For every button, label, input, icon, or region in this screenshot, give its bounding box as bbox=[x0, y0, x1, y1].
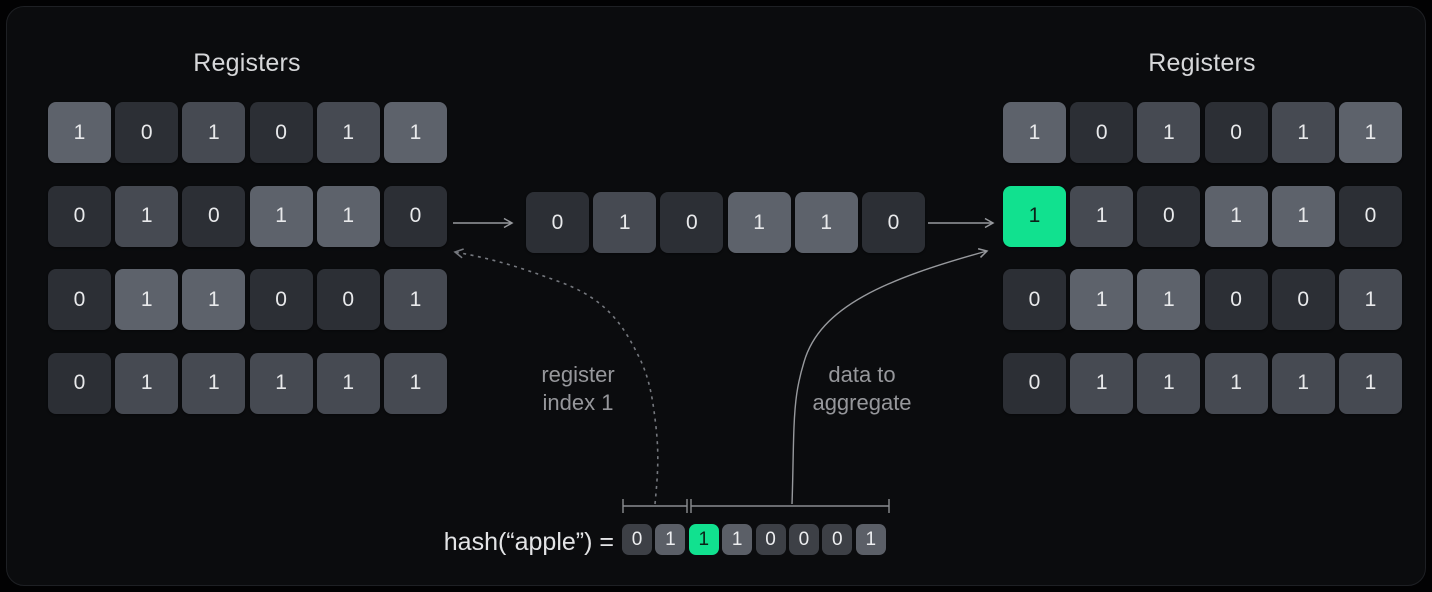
hash-bit: 1 bbox=[655, 524, 686, 555]
register-cell: 0 bbox=[1003, 352, 1066, 414]
register-cell: 1 bbox=[1271, 352, 1335, 414]
register-index-label: register index 1 bbox=[498, 361, 658, 417]
register-cell: 1 bbox=[115, 352, 179, 414]
incoming-value-cell: 1 bbox=[593, 192, 657, 253]
register-cell: 1 bbox=[182, 269, 246, 331]
register-cell: 0 bbox=[48, 352, 111, 414]
register-cell: 1 bbox=[383, 269, 447, 331]
hash-bit: 0 bbox=[822, 524, 853, 555]
register-cell: 1 bbox=[316, 102, 380, 163]
register-cell: 1 bbox=[1204, 352, 1268, 414]
register-cell: 1 bbox=[1137, 102, 1201, 163]
hash-expression-text: hash(“apple”) = bbox=[443, 528, 614, 556]
register-cell: 1 bbox=[115, 269, 179, 331]
hash-bit: 0 bbox=[755, 524, 786, 555]
incoming-value-cell: 1 bbox=[727, 192, 791, 253]
left-registers-title: Registers bbox=[193, 49, 301, 77]
register-cell: 1 bbox=[316, 185, 380, 247]
register-cell: 1 bbox=[1338, 352, 1402, 414]
register-cell: 0 bbox=[1338, 185, 1402, 247]
register-cell: 1 bbox=[1338, 269, 1402, 331]
register-cell: 1 bbox=[316, 352, 380, 414]
data-aggregate-label: data to aggregate bbox=[782, 361, 942, 417]
register-cell: 1 bbox=[182, 352, 246, 414]
register-index-label-line1: register bbox=[541, 362, 615, 387]
register-cell: 1 bbox=[383, 102, 447, 163]
right-registers-title: Registers bbox=[1148, 49, 1256, 77]
register-cell: 1 bbox=[1204, 185, 1268, 247]
register-cell: 0 bbox=[1204, 269, 1268, 331]
register-cell: 0 bbox=[115, 102, 179, 163]
register-cell: 0 bbox=[48, 269, 111, 331]
register-cell: 1 bbox=[182, 102, 246, 163]
first-set-bit: 1 bbox=[688, 524, 719, 555]
register-cell: 0 bbox=[1204, 102, 1268, 163]
register-cell: 1 bbox=[1338, 102, 1402, 163]
index-bits-bracket bbox=[622, 499, 688, 513]
register-cell: 0 bbox=[1271, 269, 1335, 331]
register-cell: 0 bbox=[182, 185, 246, 247]
incoming-value-cell: 0 bbox=[861, 192, 925, 253]
register-cell: 1 bbox=[1070, 352, 1134, 414]
register-cell: 1 bbox=[383, 352, 447, 414]
hash-bit: 1 bbox=[855, 524, 886, 555]
updated-register-cell: 1 bbox=[1003, 185, 1066, 247]
register-cell: 1 bbox=[1070, 185, 1134, 247]
register-cell: 0 bbox=[1137, 185, 1201, 247]
hash-bit: 0 bbox=[622, 524, 652, 555]
register-cell: 1 bbox=[1271, 185, 1335, 247]
incoming-value-cell: 0 bbox=[660, 192, 724, 253]
register-cell: 0 bbox=[48, 185, 111, 247]
hash-bit: 0 bbox=[788, 524, 819, 555]
register-cell: 1 bbox=[1271, 102, 1335, 163]
data-aggregate-label-line2: aggregate bbox=[812, 390, 912, 415]
register-cell: 1 bbox=[249, 352, 313, 414]
register-cell: 1 bbox=[115, 185, 179, 247]
register-cell: 1 bbox=[1070, 269, 1134, 331]
register-cell: 1 bbox=[48, 102, 111, 163]
register-cell: 0 bbox=[316, 269, 380, 331]
incoming-value-cell: 1 bbox=[794, 192, 858, 253]
hash-bit: 1 bbox=[722, 524, 753, 555]
register-cell: 0 bbox=[1070, 102, 1134, 163]
register-cell: 0 bbox=[383, 185, 447, 247]
register-cell: 1 bbox=[1003, 102, 1066, 163]
data-aggregate-label-line1: data to bbox=[828, 362, 896, 387]
register-cell: 0 bbox=[249, 269, 313, 331]
register-cell: 0 bbox=[249, 102, 313, 163]
data-bits-bracket bbox=[690, 499, 890, 513]
register-cell: 1 bbox=[1137, 269, 1201, 331]
register-index-label-line2: index 1 bbox=[542, 390, 614, 415]
register-cell: 1 bbox=[249, 185, 313, 247]
register-cell: 1 bbox=[1137, 352, 1201, 414]
incoming-value-cell: 0 bbox=[526, 192, 589, 253]
register-cell: 0 bbox=[1003, 269, 1066, 331]
